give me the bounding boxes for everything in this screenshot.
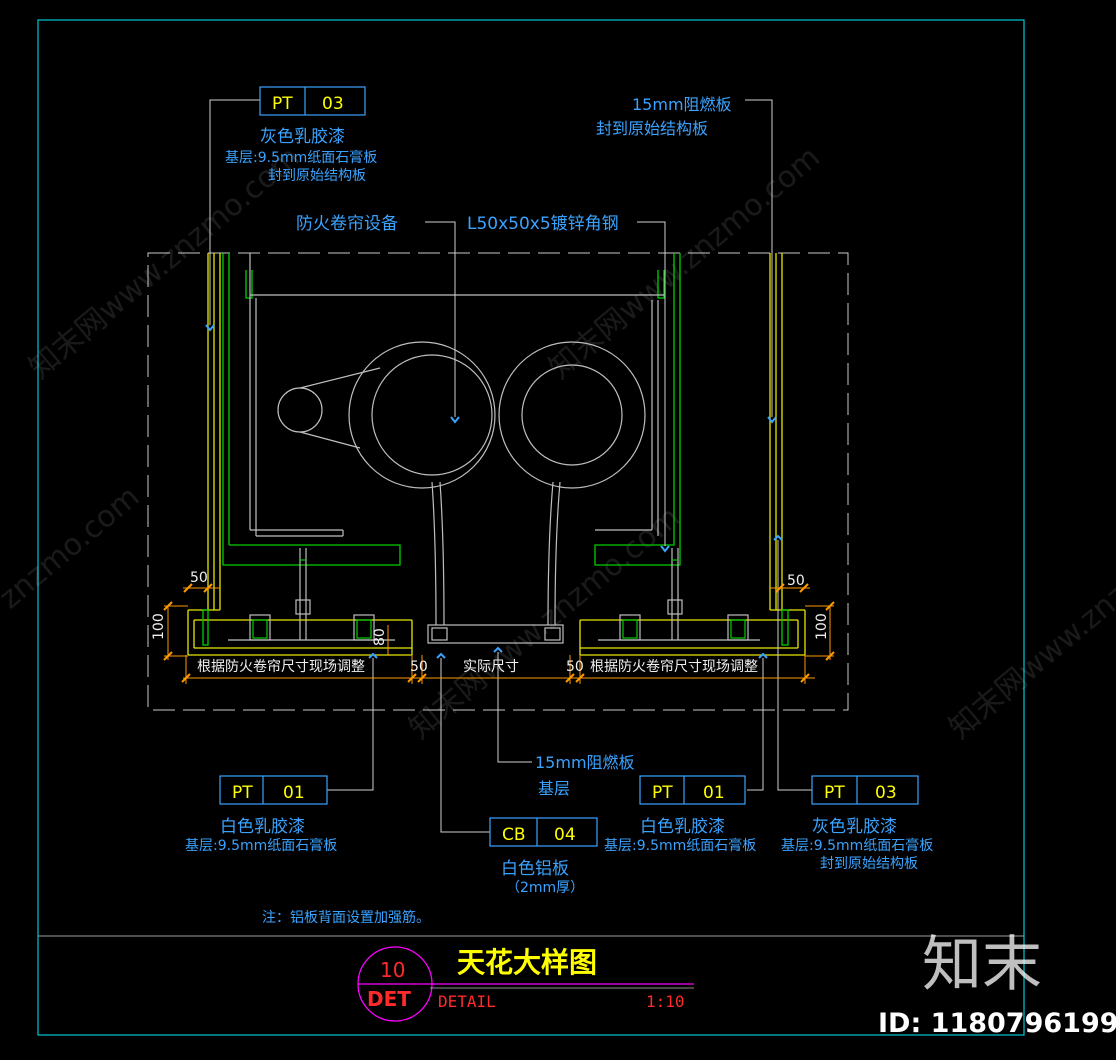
tag-number: 01: [703, 783, 725, 803]
tag-base-line2: 封到原始结构板: [268, 168, 366, 184]
fire-shutter-mechanism: [228, 253, 760, 644]
callout-angle-steel: L50x50x5镀锌角钢: [467, 214, 619, 234]
tag-code: PT: [232, 783, 253, 803]
tag-base-line1: 基层:9.5mm纸面石膏板: [225, 149, 377, 166]
leader-lines: [209, 99, 812, 833]
dim-50-left: 50: [410, 659, 428, 675]
tag-number: 03: [875, 783, 897, 803]
tag-desc: 灰色乳胶漆: [260, 127, 345, 147]
right-wall: [579, 253, 806, 656]
tag-code: PT: [272, 94, 293, 114]
tag-base-line1: 基层:9.5mm纸面石膏板: [604, 837, 756, 854]
watermark-center: 知末网www.znzmo.com: [543, 140, 827, 386]
image-id: ID: 1180796199: [878, 1008, 1116, 1039]
dim-left-adjust: 根据防火卷帘尺寸现场调整: [197, 659, 365, 675]
watermark-lower-left: znzmo.com: [0, 479, 146, 616]
drawing-title: 天花大样图: [457, 946, 597, 979]
watermark-left: 知末网www.znzmo.com: [23, 140, 307, 386]
angle-steel-frames: [202, 253, 789, 646]
tag-pt01-left: PT 01 白色乳胶漆 基层:9.5mm纸面石膏板: [185, 775, 337, 854]
tag-base-line2: 封到原始结构板: [820, 856, 918, 872]
detail-number: 10: [380, 958, 405, 982]
dim-actual-size: 实际尺寸: [463, 659, 519, 675]
tag-number: 03: [322, 94, 344, 114]
dim-50-top-right: 50: [787, 573, 805, 589]
tag-pt03-right: PT 03 灰色乳胶漆 基层:9.5mm纸面石膏板 封到原始结构板: [781, 775, 933, 872]
watermark-lower-right: 知末网www.znzmo.com: [943, 500, 1116, 746]
brand-logo: 知末: [922, 930, 1042, 1000]
callout-seal-top: 封到原始结构板: [596, 119, 708, 138]
callout-15mm-top: 15mm阻燃板: [632, 95, 732, 114]
tag-number: 04: [554, 825, 576, 845]
title-block: 10 DET 天花大样图 DETAIL 1:10: [357, 946, 694, 1022]
dim-100-left: 100: [151, 613, 167, 640]
tag-pt03-top: PT 03 灰色乳胶漆 基层:9.5mm纸面石膏板 封到原始结构板: [225, 86, 377, 184]
general-note: 注：铝板背面设置加强筋。: [262, 909, 430, 926]
sheet-border: [37, 19, 1025, 1036]
tag-cb04: CB 04 白色铝板 （2mm厚）: [489, 817, 598, 896]
dimension-text: 根据防火卷帘尺寸现场调整 根据防火卷帘尺寸现场调整 实际尺寸 50 50 50 …: [151, 570, 830, 675]
drawing-scale: 1:10: [646, 992, 685, 1011]
dim-100-right: 100: [814, 613, 830, 640]
dimension-ticks: [163, 583, 835, 683]
dim-50-right: 50: [566, 659, 584, 675]
tag-base-line1: 基层:9.5mm纸面石膏板: [781, 837, 933, 854]
callout-markers: [205, 324, 783, 659]
tag-desc: 白色铝板: [501, 859, 569, 879]
dim-50-top-left: 50: [190, 570, 208, 586]
tag-code: PT: [652, 783, 673, 803]
detail-sheet: DET: [367, 987, 411, 1011]
tag-desc: 白色乳胶漆: [220, 817, 305, 837]
tag-base-line1: 基层:9.5mm纸面石膏板: [185, 837, 337, 854]
tag-pt01-right: PT 01 白色乳胶漆 基层:9.5mm纸面石膏板: [604, 775, 756, 854]
callout-15mm-bottom: 15mm阻燃板: [535, 753, 635, 772]
dim-right-adjust: 根据防火卷帘尺寸现场调整: [590, 659, 758, 675]
dim-80: 80: [372, 628, 388, 646]
mechanism-green-details: [252, 559, 746, 639]
callout-text: 15mm阻燃板 封到原始结构板 防火卷帘设备 L50x50x5镀锌角钢 15mm…: [296, 95, 732, 798]
callout-base-bottom: 基层: [538, 779, 570, 798]
drawing-subtitle: DETAIL: [438, 992, 496, 1011]
watermark-lower-center: 知末网www.znzmo.com: [403, 500, 687, 746]
tag-desc: 白色乳胶漆: [640, 817, 725, 837]
tag-desc: 灰色乳胶漆: [812, 817, 897, 837]
tag-code: PT: [824, 783, 845, 803]
tag-code: CB: [502, 825, 526, 845]
tag-base-line1: （2mm厚）: [506, 880, 584, 896]
callout-fire-shutter: 防火卷帘设备: [296, 214, 398, 234]
tag-number: 01: [283, 783, 305, 803]
